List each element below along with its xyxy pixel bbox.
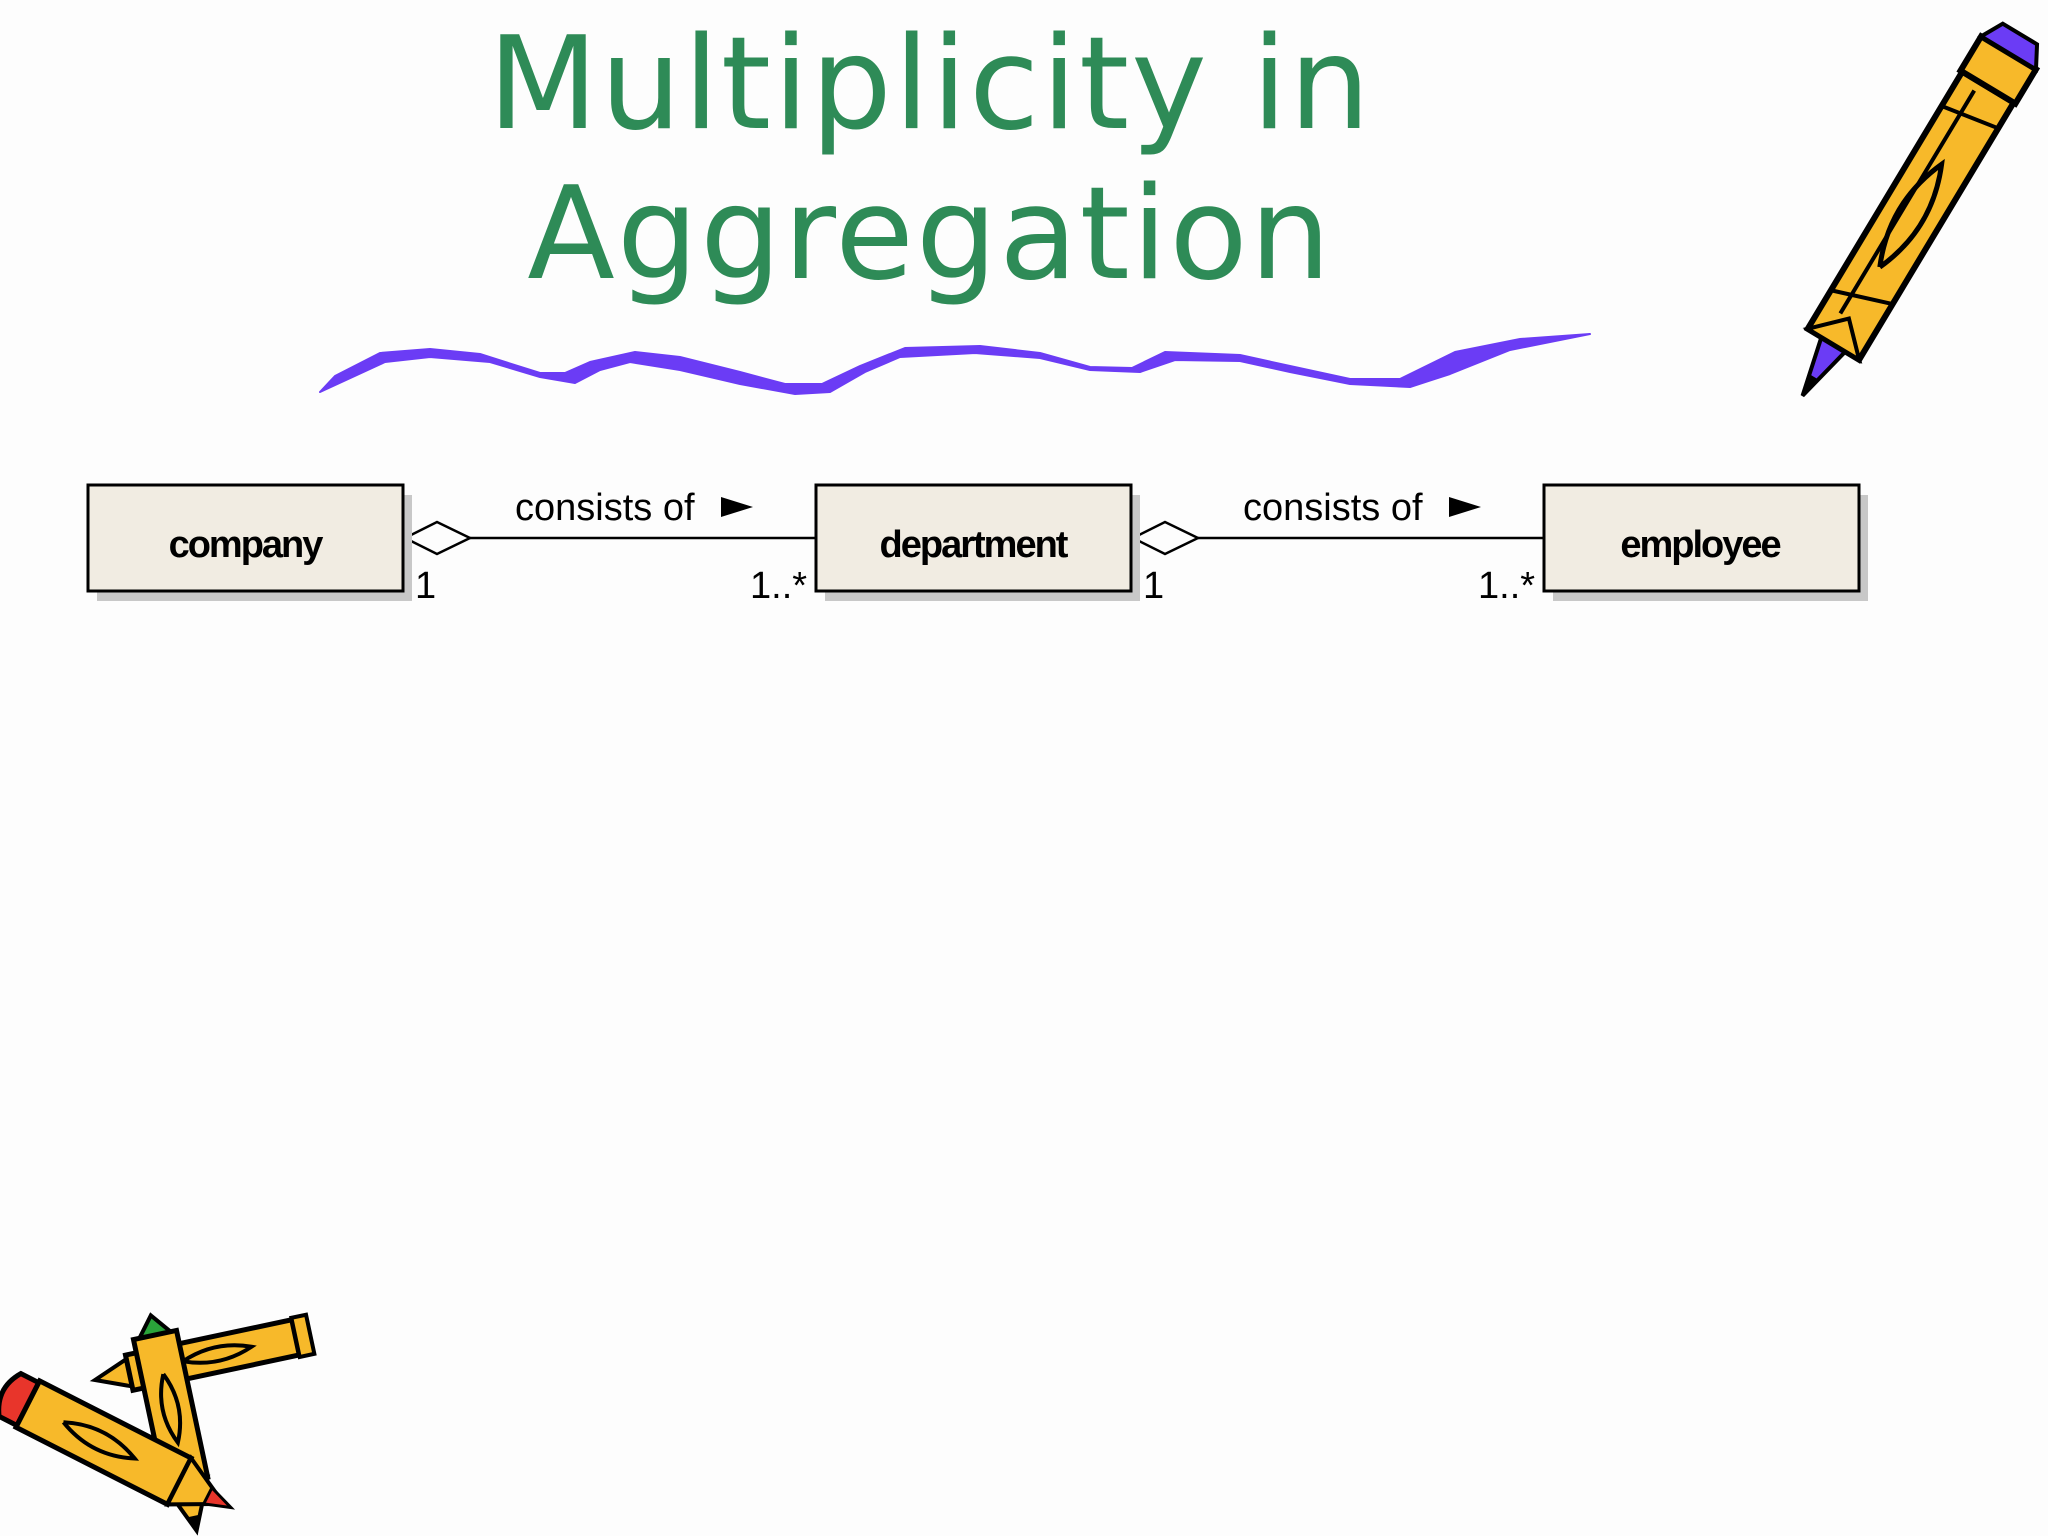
multiplicity-part: 1..* — [750, 565, 807, 607]
multiplicity-whole: 1 — [1143, 565, 1164, 607]
association-label: consists of — [515, 487, 695, 529]
association-label: consists of — [1243, 487, 1423, 529]
class-name: company — [169, 524, 324, 566]
title-line-1: Multiplicity in — [487, 10, 1373, 159]
aggregation-diamond-icon — [402, 520, 473, 556]
class-name: employee — [1620, 524, 1780, 566]
class-box-department[interactable]: department — [814, 483, 1140, 601]
aggregation-diamond-icon — [1130, 520, 1201, 556]
slide-title: Multiplicity in Aggregation — [480, 10, 1380, 310]
multiplicity-whole: 1 — [415, 565, 436, 607]
class-box-company[interactable]: company — [86, 483, 412, 601]
triangle-right-icon — [1449, 497, 1481, 517]
class-box-employee[interactable]: employee — [1542, 483, 1868, 601]
title-line-2: Aggregation — [527, 160, 1333, 309]
squiggle-line — [319, 333, 1591, 395]
triangle-right-icon — [721, 497, 753, 517]
class-name: department — [880, 524, 1069, 566]
multiplicity-part: 1..* — [1478, 565, 1535, 607]
